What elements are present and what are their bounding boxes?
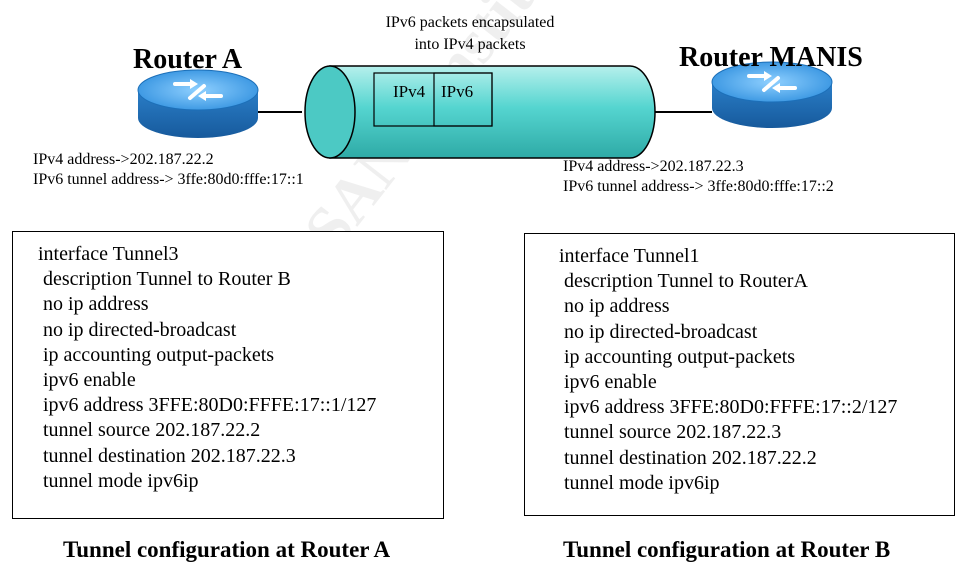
- config-line: interface Tunnel1: [559, 245, 700, 267]
- config-line: ipv6 address 3FFE:80D0:FFFE:17::2/127: [564, 396, 898, 419]
- config-b-caption: Tunnel configuration at Router B: [563, 537, 891, 562]
- config-line: tunnel source 202.187.22.2: [43, 419, 261, 442]
- config-line: tunnel destination 202.187.22.3: [43, 444, 296, 467]
- router-b-title: Router MANIS: [679, 42, 863, 73]
- router-a-icon: [137, 69, 259, 138]
- router-b-ipv6: IPv6 tunnel address-> 3ffe:80d0:fffe:17:…: [563, 178, 834, 195]
- tunnel-cylinder: [304, 65, 656, 159]
- config-line: tunnel mode ipv6ip: [43, 469, 199, 492]
- ipv6-packet-box: [433, 72, 493, 127]
- config-line: ipv6 enable: [564, 371, 657, 394]
- config-line: no ip address: [564, 295, 670, 318]
- ipv4-label: IPv4: [393, 82, 426, 101]
- config-line: ip accounting output-packets: [43, 343, 275, 366]
- config-line: no ip directed-broadcast: [564, 320, 758, 343]
- tunnel-caption-line2: into IPv4 packets: [414, 36, 526, 53]
- config-line: description Tunnel to RouterA: [564, 270, 808, 293]
- tunnel-caption: IPv6 packets encapsulated into IPv4 pack…: [372, 12, 568, 56]
- config-line: no ip address: [43, 293, 149, 316]
- config-b-lines: interface Tunnel1 description Tunnel to …: [559, 244, 897, 496]
- config-line: ipv6 address 3FFE:80D0:FFFE:17::1/127: [43, 394, 377, 417]
- config-a-lines: interface Tunnel3 description Tunnel to …: [38, 242, 376, 494]
- router-b-addresses: IPv4 address->202.187.22.3 IPv6 tunnel a…: [563, 157, 834, 197]
- ipv6-label: IPv6: [441, 82, 474, 101]
- router-a-ipv4: IPv4 address->202.187.22.2: [33, 151, 214, 168]
- config-a-caption: Tunnel configuration at Router A: [63, 537, 391, 562]
- router-a-title: Router A: [133, 44, 243, 75]
- router-b-icon: [711, 61, 833, 128]
- router-a-addresses: IPv4 address->202.187.22.2 IPv6 tunnel a…: [33, 150, 304, 190]
- config-line: ipv6 enable: [43, 369, 136, 392]
- config-box-router-b: interface Tunnel1 description Tunnel to …: [524, 233, 955, 516]
- config-line: interface Tunnel3: [38, 243, 179, 265]
- config-line: tunnel destination 202.187.22.2: [564, 446, 817, 469]
- router-b-ipv4: IPv4 address->202.187.22.3: [563, 158, 744, 175]
- config-line: description Tunnel to Router B: [43, 268, 291, 291]
- network-diagram: [137, 61, 833, 159]
- config-line: ip accounting output-packets: [564, 345, 796, 368]
- tunnel-caption-line1: IPv6 packets encapsulated: [385, 14, 555, 31]
- router-a-ipv6: IPv6 tunnel address-> 3ffe:80d0:fffe:17:…: [33, 171, 304, 188]
- config-line: tunnel mode ipv6ip: [564, 471, 720, 494]
- config-box-router-a: interface Tunnel3 description Tunnel to …: [12, 231, 444, 519]
- config-line: tunnel source 202.187.22.3: [564, 421, 782, 444]
- config-line: no ip directed-broadcast: [43, 318, 237, 341]
